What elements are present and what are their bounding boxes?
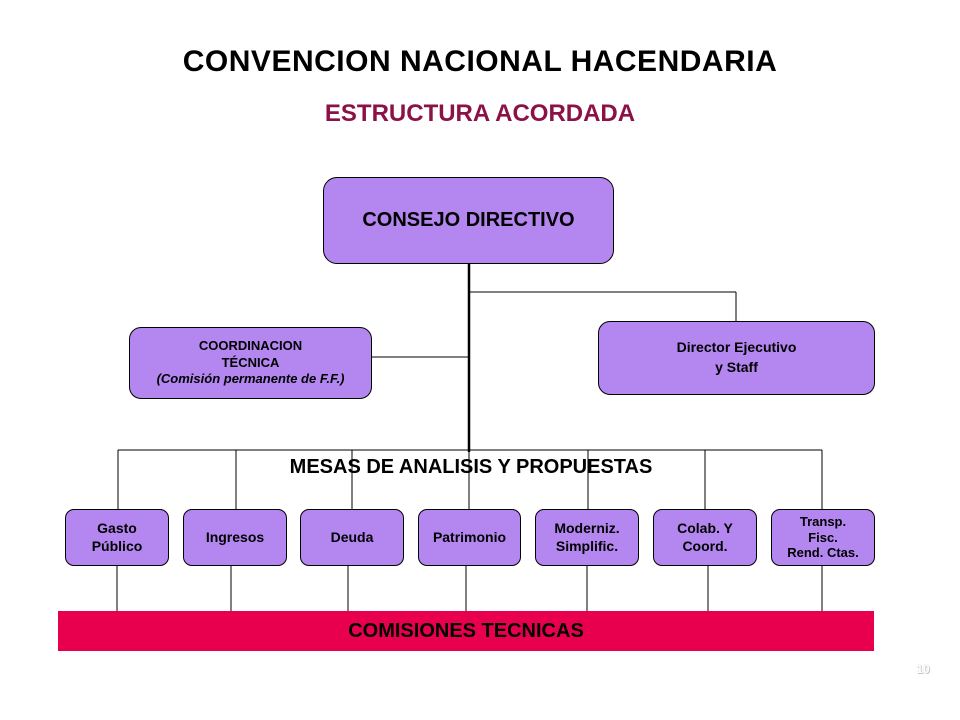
page-number: 10 [916,662,930,676]
mesa-transparencia: Transp. Fisc. Rend. Ctas. [771,509,875,566]
page-subtitle: ESTRUCTURA ACORDADA [324,100,636,127]
comisiones-tecnicas-banner: COMISIONES TECNICAS [58,611,874,651]
coordinacion-title: COORDINACION TÉCNICA [198,337,303,370]
page-title: CONVENCION NACIONAL HACENDARIA [182,45,778,78]
coordinacion-subtitle: (Comisión permanente de F.F.) [156,371,345,387]
coordinacion-tecnica-node: COORDINACION TÉCNICA (Comisión permanent… [129,327,372,399]
mesa-colaboracion: Colab. Y Coord. [653,509,757,566]
mesa-deuda: Deuda [300,509,404,566]
consejo-directivo-node: CONSEJO DIRECTIVO [323,177,614,264]
director-ejecutivo-node: Director Ejecutivo y Staff [598,321,875,395]
mesa-ingresos: Ingresos [183,509,287,566]
mesa-patrimonio: Patrimonio [418,509,521,566]
mesas-label: MESAS DE ANALISIS Y PROPUESTAS [289,456,653,478]
mesa-modernizacion: Moderniz. Simplific. [535,509,639,566]
mesa-gasto-publico: Gasto Público [65,509,169,566]
